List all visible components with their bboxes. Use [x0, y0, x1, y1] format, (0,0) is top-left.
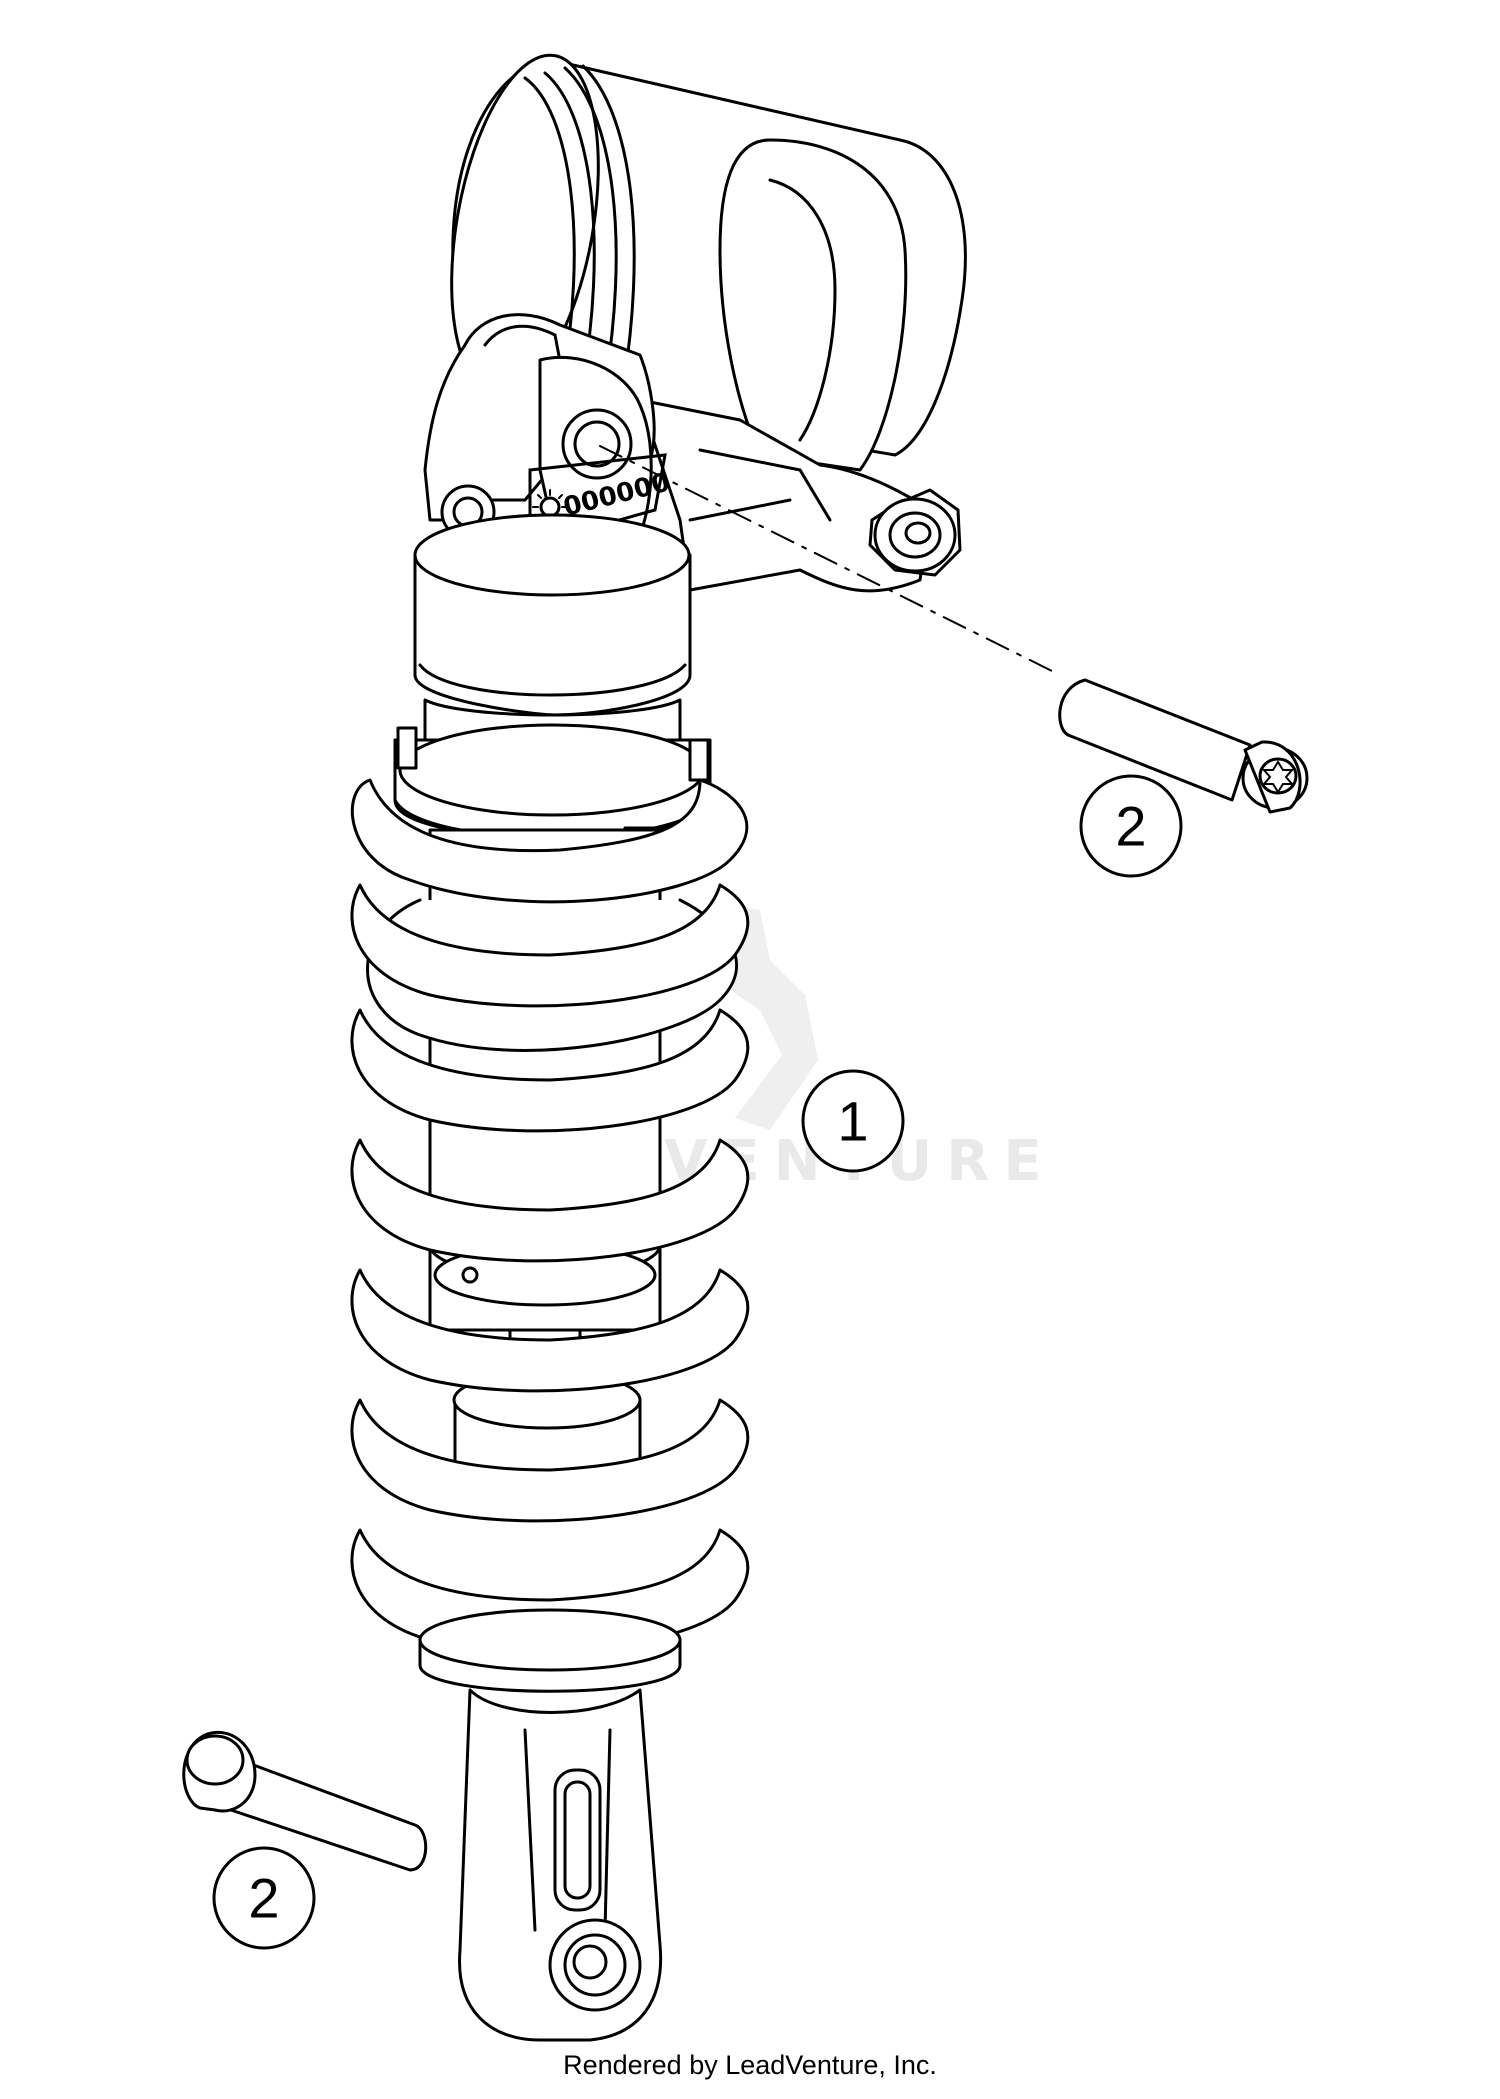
lower-spring-seat: [418, 1608, 682, 1693]
watermark-logo-icon: [715, 905, 818, 1130]
preload-collar: [393, 723, 712, 854]
callout-2-lower: 2: [212, 1846, 316, 1950]
lower-clevis: [458, 1688, 663, 2042]
callout-2-lower-label: 2: [248, 1867, 279, 1930]
callout-1: 1: [801, 1069, 905, 1173]
render-credit: Rendered by LeadVenture, Inc.: [563, 2050, 937, 2080]
callout-1-label: 1: [837, 1090, 868, 1153]
shock-head: 000000: [423, 313, 673, 562]
torx-socket-icon: [1261, 760, 1295, 794]
upper-bolt: [599, 445, 1309, 814]
reservoir-connector: [638, 398, 932, 593]
callout-2-upper-label: 2: [1115, 795, 1146, 858]
lower-bolt: [182, 1730, 428, 1872]
spring: [350, 778, 750, 1653]
adjuster-nut: [868, 488, 962, 577]
callout-2-upper: 2: [1079, 774, 1183, 878]
